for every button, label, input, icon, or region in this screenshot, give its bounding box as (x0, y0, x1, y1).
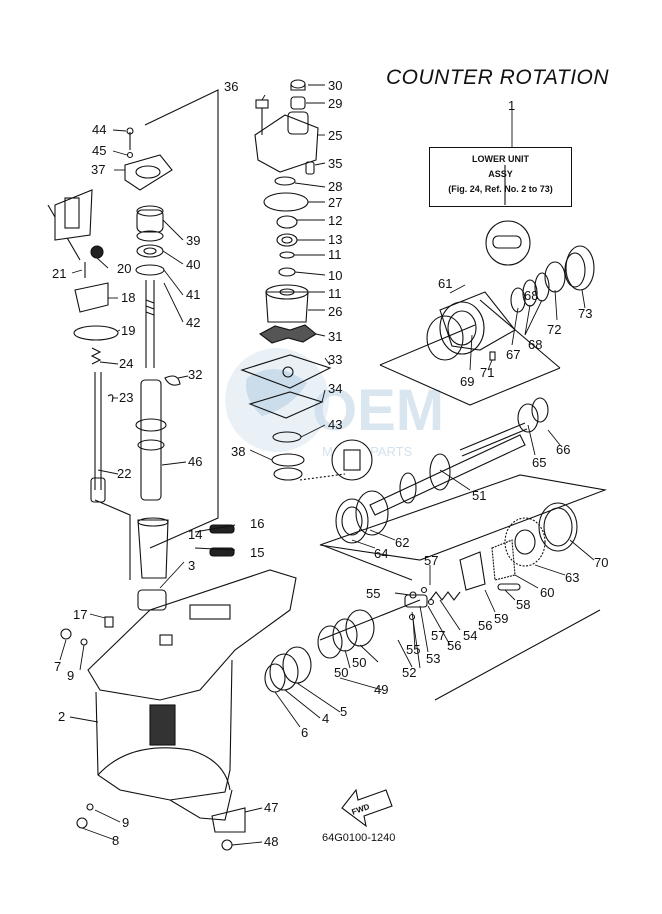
callout-51: 51 (472, 488, 486, 503)
callout-65: 65 (532, 455, 546, 470)
leader-lines (59, 84, 595, 846)
callout-55b: 55 (406, 642, 420, 657)
callout-9a: 9 (67, 668, 74, 683)
callout-46: 46 (188, 454, 202, 469)
callout-62: 62 (395, 535, 409, 550)
callout-47: 47 (264, 800, 278, 815)
callout-60: 60 (540, 585, 554, 600)
lower-case (60, 569, 297, 851)
callout-35: 35 (328, 156, 342, 171)
callout-38: 38 (231, 444, 245, 459)
callout-72: 72 (547, 322, 561, 337)
callout-42: 42 (186, 315, 200, 330)
callout-48: 48 (264, 834, 278, 849)
water-tube-parts (54, 127, 235, 611)
assy-box-line3: (Fig. 24, Ref. No. 2 to 73) (448, 184, 553, 194)
callout-27: 27 (328, 195, 342, 210)
callout-57a: 57 (424, 553, 438, 568)
fwd-arrow-icon (341, 788, 393, 828)
callout-16: 16 (250, 516, 264, 531)
callout-21: 21 (52, 266, 66, 281)
callout-33: 33 (328, 352, 342, 367)
propeller-shaft-parts (264, 220, 595, 693)
callout-44: 44 (92, 122, 106, 137)
callout-53: 53 (426, 651, 440, 666)
callout-12: 12 (328, 213, 342, 228)
diagram-title: COUNTER ROTATION (386, 66, 610, 89)
callout-29: 29 (328, 96, 342, 111)
callout-18: 18 (121, 290, 135, 305)
callout-10: 10 (328, 268, 342, 283)
callout-36: 36 (224, 79, 238, 94)
callout-26: 26 (328, 304, 342, 319)
drawing-code: 64G0100-1240 (322, 832, 396, 844)
callout-59: 59 (494, 611, 508, 626)
callout-31: 31 (328, 329, 342, 344)
callout-68b: 68 (524, 288, 538, 303)
callout-69: 69 (460, 374, 474, 389)
callout-13: 13 (328, 232, 342, 247)
callout-4: 4 (322, 711, 329, 726)
callout-20: 20 (117, 261, 131, 276)
callout-71: 71 (480, 365, 494, 380)
callout-64: 64 (374, 546, 388, 561)
callout-56a: 56 (447, 638, 461, 653)
assembly-outline-lines (47, 89, 608, 701)
callout-19: 19 (121, 323, 135, 338)
callout-8: 8 (112, 833, 119, 848)
callout-68a: 68 (528, 337, 542, 352)
callout-30: 30 (328, 78, 342, 93)
callout-43: 43 (328, 417, 342, 432)
callout-63: 63 (565, 570, 579, 585)
callout-5: 5 (340, 704, 347, 719)
callout-11b: 11 (328, 286, 342, 301)
callout-25: 25 (328, 128, 342, 143)
callout-70: 70 (594, 555, 608, 570)
callout-45: 45 (92, 143, 106, 158)
callout-39: 39 (186, 233, 200, 248)
callout-32: 32 (188, 367, 202, 382)
callout-3: 3 (188, 558, 195, 573)
callout-50b: 50 (352, 655, 366, 670)
callout-15: 15 (250, 545, 264, 560)
callout-61: 61 (438, 276, 452, 291)
callout-labels: 1 2 3 4 5 6 7 8 9 9 10 11 11 12 13 14 15… (52, 78, 608, 849)
callout-34: 34 (328, 381, 342, 396)
callout-17: 17 (73, 607, 87, 622)
callout-23: 23 (119, 390, 133, 405)
callout-54: 54 (463, 628, 477, 643)
callout-9b: 9 (122, 815, 129, 830)
callout-56b: 56 (478, 618, 492, 633)
callout-11a: 11 (328, 247, 342, 262)
callout-1: 1 (508, 98, 515, 113)
assy-box-line2: ASSY (488, 169, 513, 179)
callout-7: 7 (54, 659, 61, 674)
callout-73: 73 (578, 306, 592, 321)
callout-6: 6 (301, 725, 308, 740)
callout-41: 41 (186, 287, 200, 302)
callout-2: 2 (58, 709, 65, 724)
water-pump-parts (240, 79, 373, 481)
callout-50a: 50 (334, 665, 348, 680)
callout-22: 22 (117, 466, 131, 481)
callout-24: 24 (119, 356, 133, 371)
callout-57b: 57 (431, 628, 445, 643)
callout-55a: 55 (366, 586, 380, 601)
callout-14: 14 (188, 527, 202, 542)
callout-37: 37 (91, 162, 105, 177)
callout-67: 67 (506, 347, 520, 362)
assy-box-line1: LOWER UNIT (472, 154, 529, 164)
callout-58: 58 (516, 597, 530, 612)
callout-66: 66 (556, 442, 570, 457)
lower-unit-assy-box: LOWER UNIT ASSY (Fig. 24, Ref. No. 2 to … (429, 147, 572, 207)
callout-28: 28 (328, 179, 342, 194)
callout-52: 52 (402, 665, 416, 680)
callout-40: 40 (186, 257, 200, 272)
callout-49: 49 (374, 682, 388, 697)
